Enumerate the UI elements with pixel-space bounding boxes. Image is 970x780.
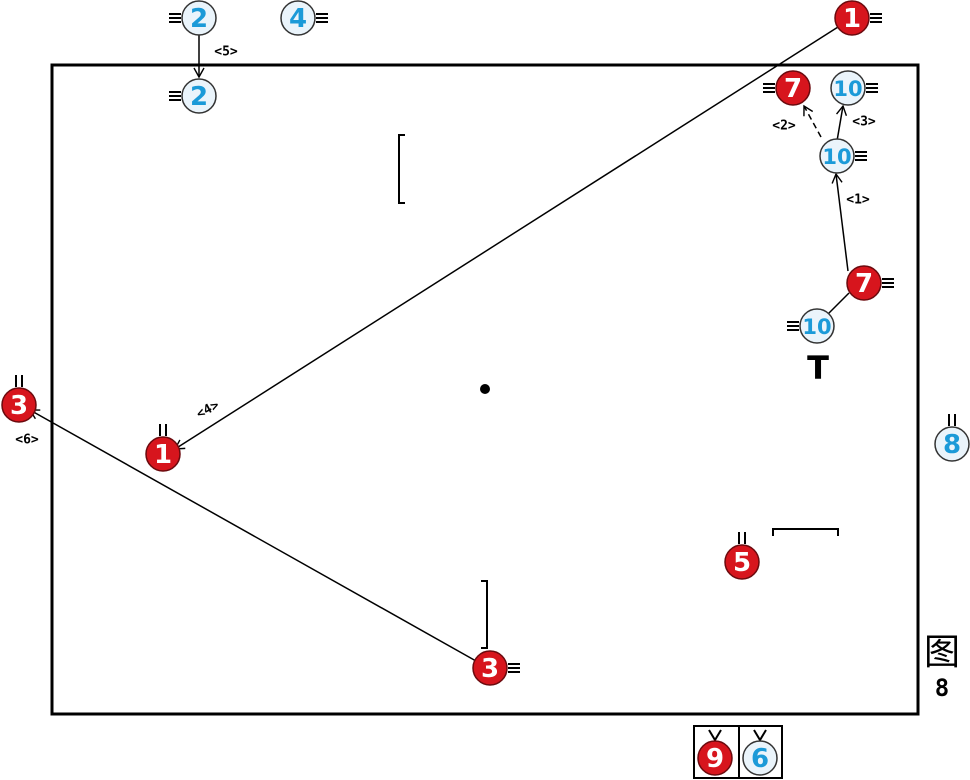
move-line-blue10-to-blue10	[836, 104, 848, 142]
player-blue-10: 10	[830, 70, 878, 106]
player-red-7: 7	[846, 265, 894, 301]
bracket-mark-right	[772, 528, 839, 536]
step-label-2: <2>	[772, 119, 796, 134]
t-marker: T	[807, 349, 829, 387]
player-red-3: 3	[1, 375, 37, 423]
player-red-5: 5	[724, 532, 760, 580]
center-dot	[480, 384, 490, 394]
step-label-6: <6>	[15, 433, 39, 448]
player-number: 7	[784, 74, 802, 104]
player-marker	[775, 70, 811, 106]
player-marker	[280, 0, 316, 36]
player-number: 3	[10, 391, 28, 421]
bracket-mark-bottom	[481, 580, 488, 649]
player-blue-10: 10	[819, 138, 867, 174]
player-marker	[799, 308, 835, 344]
player-blue-6: 6	[742, 729, 778, 776]
figure-caption-char: 图	[923, 632, 960, 673]
player-marker	[1, 387, 37, 423]
link-line-red7-blue10	[825, 292, 850, 317]
player-marker	[145, 436, 181, 472]
player-marker	[697, 740, 733, 776]
player-number: 10	[833, 77, 862, 101]
figure-caption-number: 8	[934, 674, 950, 702]
player-blue-2: 2	[169, 0, 217, 36]
player-red-7: 7	[763, 70, 811, 106]
player-marker	[181, 0, 217, 36]
figure-caption: 图 8	[920, 632, 964, 702]
step-label-4: <4>	[194, 398, 222, 422]
player-marker	[742, 740, 778, 776]
step-label-1: <1>	[846, 193, 870, 208]
move-line-red1	[173, 26, 839, 450]
move-line-red3	[28, 409, 477, 662]
player-marker	[846, 265, 882, 301]
move-line-dashed-to-red7	[803, 104, 822, 138]
player-blue-10: 10	[787, 308, 835, 344]
bracket-mark-top	[398, 134, 405, 204]
player-number: 3	[481, 654, 499, 684]
move-line-blue10-up	[831, 172, 849, 272]
player-number: 9	[706, 744, 724, 774]
player-number: 8	[943, 430, 961, 460]
player-marker	[834, 0, 870, 36]
step-label-3: <3>	[852, 115, 876, 130]
player-marker	[472, 650, 508, 686]
player-marker	[830, 70, 866, 106]
player-number: 7	[855, 269, 873, 299]
player-marker	[181, 78, 217, 114]
player-number: 6	[751, 744, 769, 774]
player-number: 1	[843, 4, 861, 34]
player-number: 10	[822, 145, 851, 169]
player-red-3: 3	[472, 650, 520, 686]
player-blue-4: 4	[280, 0, 328, 36]
player-marker	[819, 138, 855, 174]
player-red-9: 9	[697, 729, 733, 776]
player-number: 2	[190, 4, 208, 34]
court-boundary	[50, 63, 920, 716]
player-red-1: 1	[834, 0, 882, 36]
step-label-5: <5>	[214, 45, 238, 60]
player-number: 10	[802, 315, 831, 339]
player-red-1: 1	[145, 424, 181, 472]
player-number: 1	[154, 440, 172, 470]
player-number: 4	[289, 4, 307, 34]
player-number: 5	[733, 548, 751, 578]
player-marker	[724, 544, 760, 580]
player-marker	[934, 426, 970, 462]
player-blue-8: 8	[934, 414, 970, 462]
player-blue-2: 2	[169, 78, 217, 114]
player-number: 2	[190, 82, 208, 112]
